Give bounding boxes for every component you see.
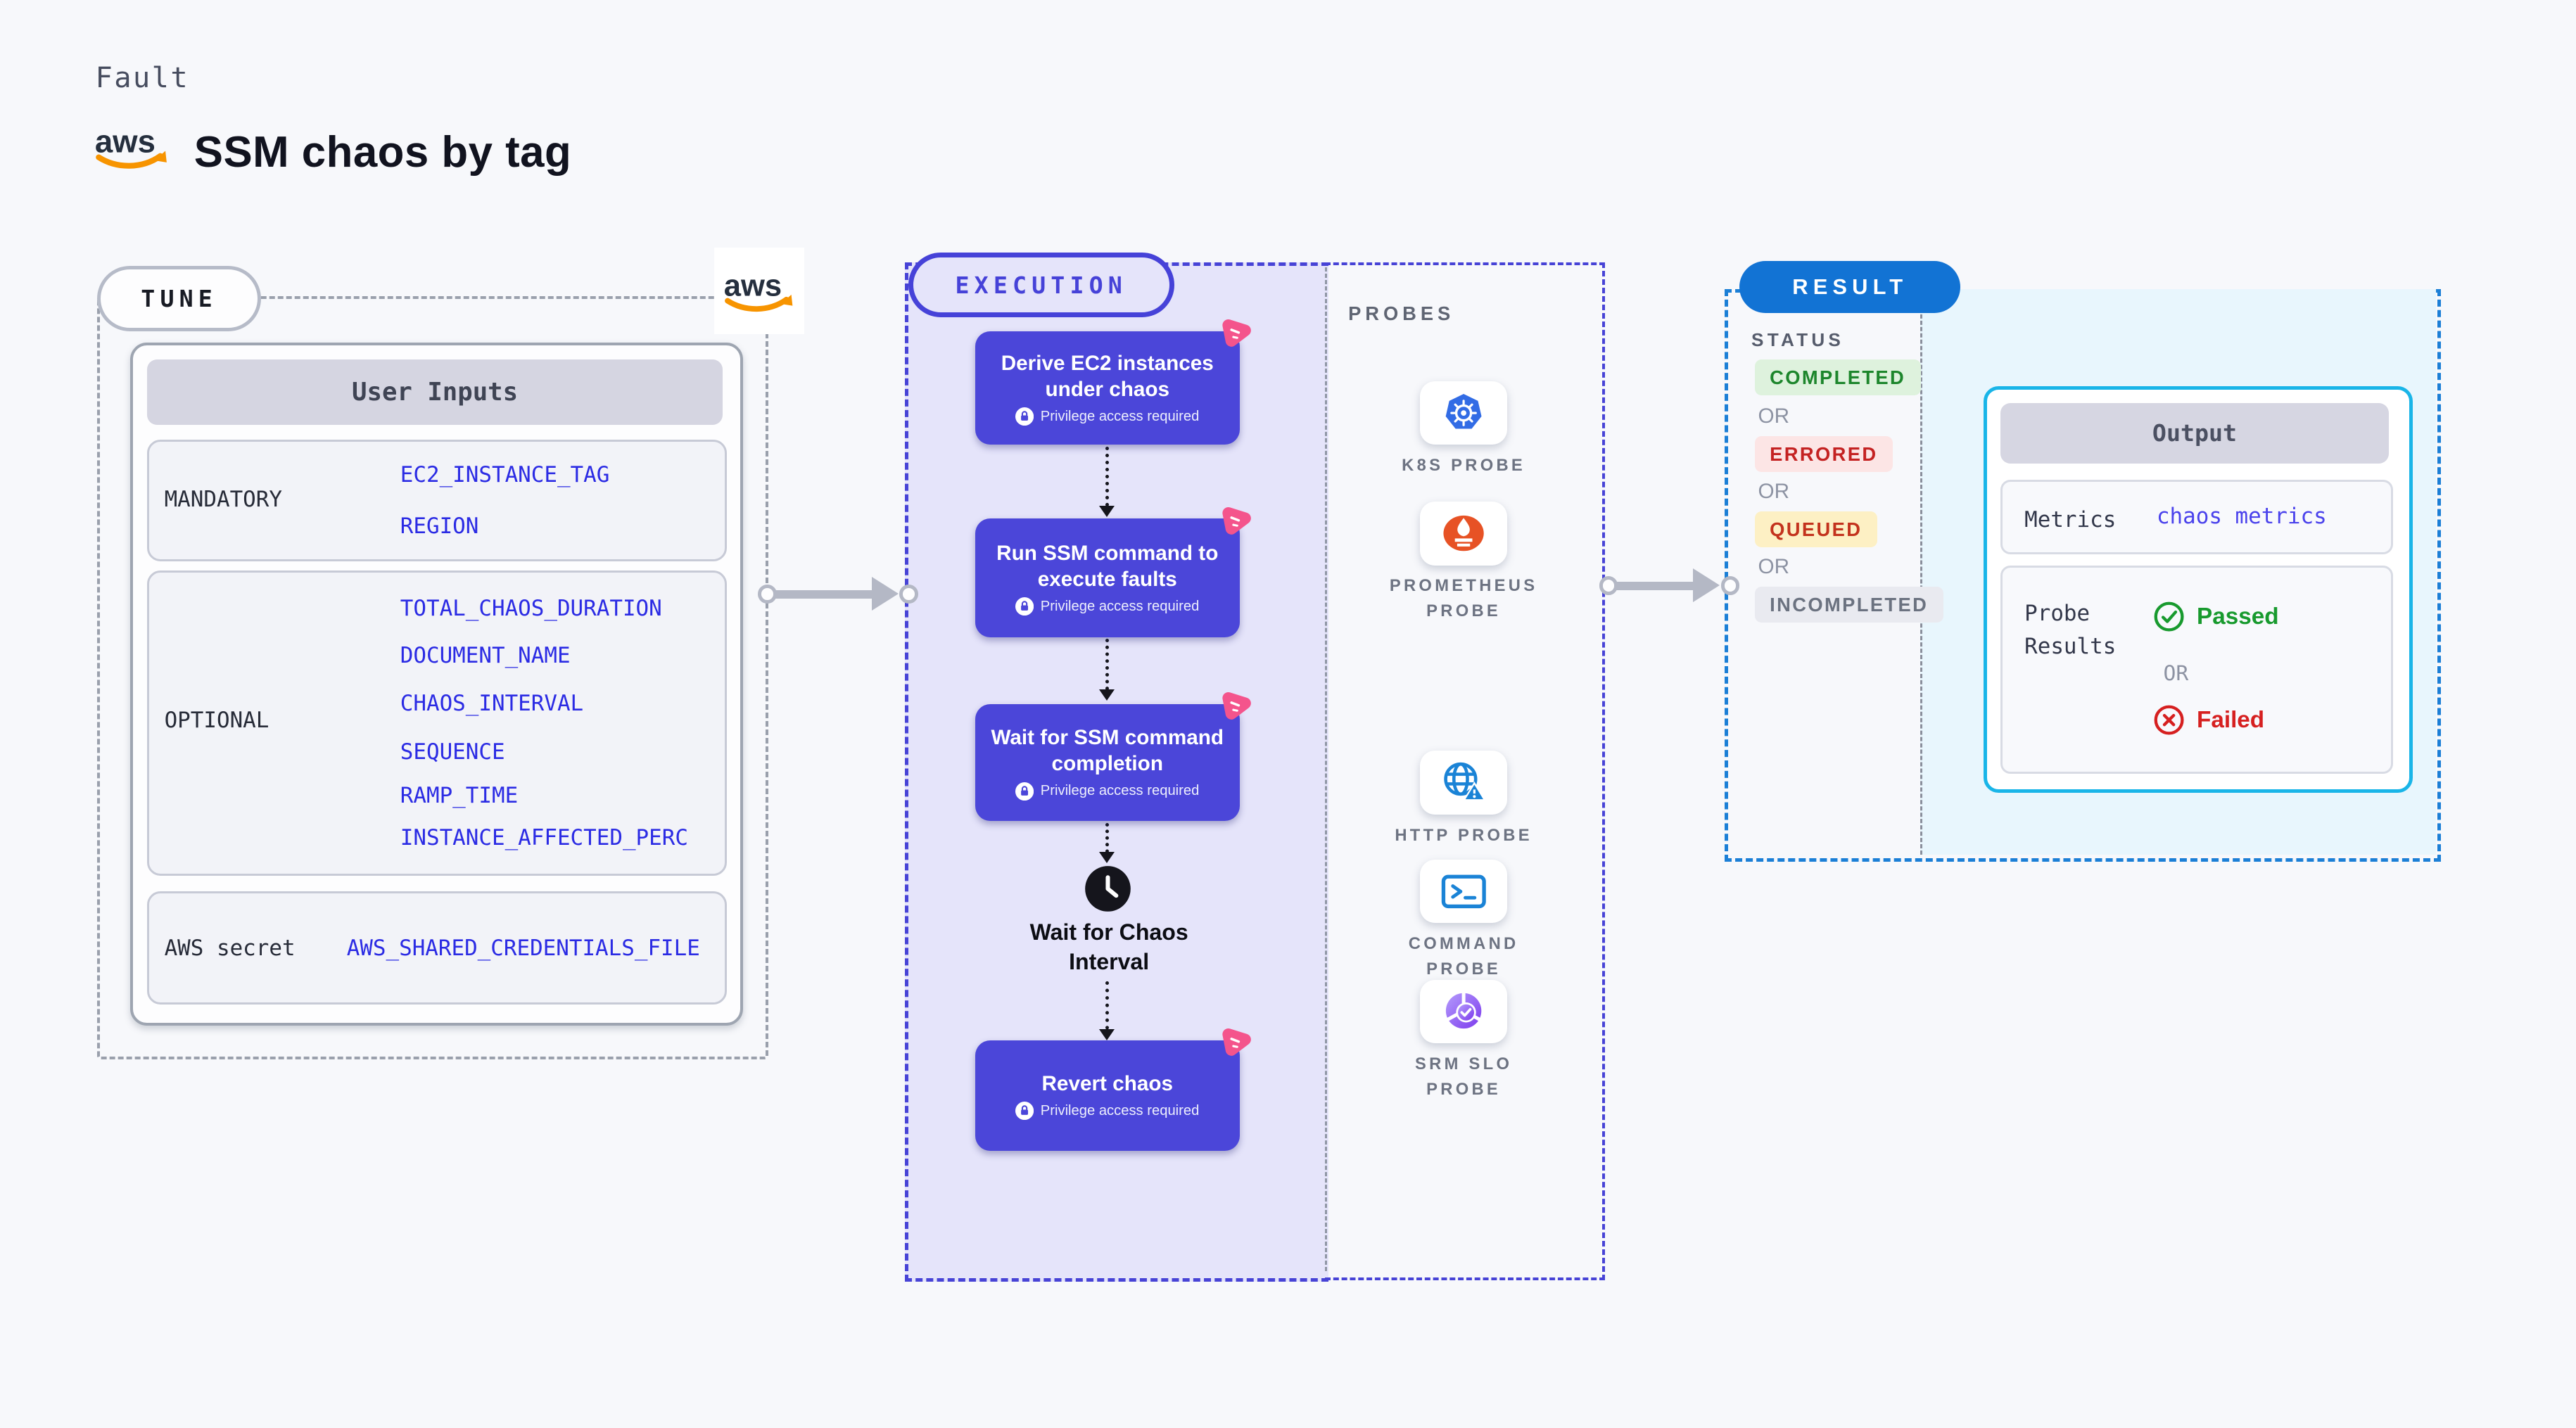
kubernetes-icon: [1420, 381, 1507, 445]
user-inputs-header: User Inputs: [147, 359, 723, 425]
probe-label: COMMAND PROBE: [1408, 934, 1519, 978]
flow-arrow: [1098, 981, 1115, 1040]
tunable-region[interactable]: REGION: [400, 514, 479, 540]
tunable-document-name[interactable]: DOCUMENT_NAME: [400, 642, 571, 668]
chaos-fault-icon: [1222, 319, 1251, 348]
node-title: Derive EC2 instances under chaos: [1001, 351, 1214, 401]
privilege-badge: Privilege access required: [1015, 407, 1199, 426]
slo-donut-icon: [1420, 980, 1507, 1044]
lock-icon: [1015, 782, 1034, 801]
optional-row: OPTIONAL TOTAL_CHAOS_DURATION DOCUMENT_N…: [147, 570, 727, 876]
http-globe-icon: [1420, 751, 1507, 815]
flow-arrow: [1098, 446, 1115, 517]
probes-region: [1324, 262, 1606, 1280]
svg-text:aws: aws: [95, 123, 156, 159]
probe-prometheus[interactable]: PROMETHEUS PROBE: [1363, 502, 1563, 623]
probe-label: PROMETHEUS PROBE: [1389, 576, 1538, 621]
lock-icon: [1015, 407, 1034, 426]
row-label: MANDATORY: [164, 487, 282, 513]
probe-label: SRM SLO PROBE: [1415, 1054, 1513, 1099]
status-badge-completed: COMPLETED: [1754, 359, 1921, 396]
status-badge-errored: ERRORED: [1754, 436, 1893, 473]
probe-command[interactable]: COMMAND PROBE: [1363, 859, 1563, 981]
aws-logo-corner: aws: [714, 247, 805, 335]
node-title: Run SSM command to execute faults: [996, 541, 1219, 591]
probes-heading: PROBES: [1348, 302, 1455, 325]
lock-icon: [1015, 597, 1034, 616]
tunable-sequence[interactable]: SEQUENCE: [400, 739, 505, 765]
or-separator: OR: [2163, 661, 2189, 686]
privilege-badge: Privilege access required: [1015, 597, 1199, 616]
chaos-fault-icon: [1222, 1028, 1251, 1057]
tune-to-execution-arrow: [757, 577, 919, 611]
metrics-label: Metrics: [2024, 507, 2117, 533]
tunable-ramp-time[interactable]: RAMP_TIME: [400, 783, 519, 809]
or-separator: OR: [1758, 404, 1790, 428]
tunable-instance-affected-perc[interactable]: INSTANCE_AFFECTED_PERC: [400, 824, 688, 850]
probe-results-row: Probe Results Passed OR Failed: [2000, 565, 2393, 774]
status-heading: STATUS: [1751, 329, 1845, 351]
node-title: Revert chaos: [1041, 1071, 1174, 1095]
tunable-ec2-instance-tag[interactable]: EC2_INSTANCE_TAG: [400, 461, 610, 487]
privilege-badge: Privilege access required: [1015, 1102, 1199, 1121]
chaos-fault-icon: [1222, 692, 1251, 720]
metrics-row: Metrics chaos metrics: [2000, 480, 2393, 555]
status-badge-queued: QUEUED: [1754, 511, 1877, 548]
or-separator: OR: [1758, 480, 1790, 504]
node-derive-ec2-instances[interactable]: Derive EC2 instances under chaos Privile…: [975, 319, 1251, 445]
flow-arrow: [1098, 822, 1115, 863]
probe-results-label: Probe Results: [2024, 601, 2117, 659]
x-circle-icon: [2154, 706, 2184, 736]
execution-pill: EXECUTION: [908, 252, 1174, 318]
aws-secret-row: AWS secret AWS_SHARED_CREDENTIALS_FILE: [147, 891, 727, 1005]
probe-http[interactable]: HTTP PROBE: [1363, 751, 1563, 848]
aws-logo: aws: [95, 123, 167, 169]
terminal-icon: [1420, 859, 1507, 924]
execution-probes-divider: [1324, 267, 1328, 1271]
node-revert-chaos[interactable]: Revert chaos Privilege access required: [975, 1028, 1251, 1151]
probe-k8s[interactable]: K8S PROBE: [1363, 381, 1563, 478]
lock-icon: [1015, 1102, 1034, 1121]
tunable-chaos-interval[interactable]: CHAOS_INTERVAL: [400, 691, 584, 717]
tunable-aws-shared-credentials-file[interactable]: AWS_SHARED_CREDENTIALS_FILE: [346, 935, 700, 961]
node-wait-ssm-completion[interactable]: Wait for SSM command completion Privileg…: [975, 692, 1251, 822]
tune-pill: TUNE: [96, 265, 262, 332]
row-label: OPTIONAL: [164, 708, 269, 734]
check-circle-icon: [2154, 601, 2184, 632]
flow-arrow: [1098, 639, 1115, 701]
svg-text:aws: aws: [724, 269, 782, 303]
clock-icon: [1085, 866, 1131, 912]
metrics-value[interactable]: chaos metrics: [2156, 504, 2327, 530]
output-header: Output: [2000, 402, 2389, 464]
page-title: SSM chaos by tag: [193, 127, 572, 177]
or-separator: OR: [1758, 555, 1790, 579]
probe-passed-status: Passed: [2153, 601, 2279, 632]
tune-region: [96, 295, 769, 1059]
prometheus-icon: [1420, 502, 1507, 566]
probe-failed-status: Failed: [2153, 704, 2264, 736]
row-label: AWS secret: [164, 935, 296, 961]
fault-kicker: Fault: [95, 60, 190, 94]
node-title: Wait for SSM command completion: [991, 726, 1224, 776]
probe-label: K8S PROBE: [1402, 456, 1526, 476]
result-pill: RESULT: [1739, 260, 1961, 313]
tunable-total-chaos-duration[interactable]: TOTAL_CHAOS_DURATION: [400, 595, 662, 621]
status-badge-incompleted: INCOMPLETED: [1754, 587, 1943, 623]
privilege-badge: Privilege access required: [1015, 782, 1199, 801]
node-run-ssm-command[interactable]: Run SSM command to execute faults Privil…: [975, 506, 1251, 637]
chaos-fault-icon: [1222, 506, 1251, 535]
mandatory-row: MANDATORY EC2_INSTANCE_TAG REGION: [147, 440, 727, 561]
wait-for-chaos-interval-step: Wait for Chaos Interval: [1029, 919, 1188, 974]
probe-srm-slo[interactable]: SRM SLO PROBE: [1363, 980, 1563, 1102]
probe-label: HTTP PROBE: [1395, 825, 1533, 845]
execution-to-result-arrow: [1599, 568, 1740, 603]
